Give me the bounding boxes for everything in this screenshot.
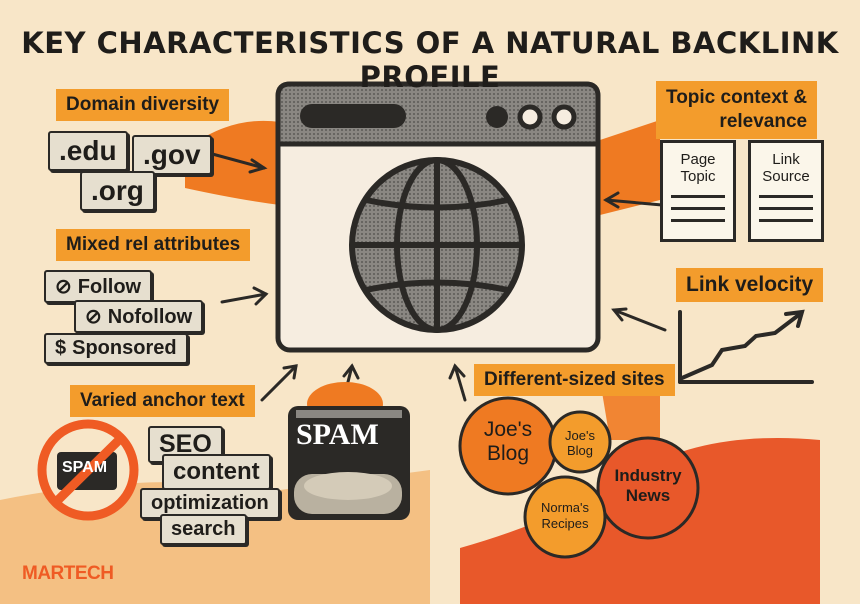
site-label-joes-blog-small: Joe's Blog: [565, 428, 595, 458]
rel-tag-text: Nofollow: [107, 306, 193, 328]
spam-can-icon: [288, 382, 410, 520]
site-label-normas-recipes: Norma's Recipes: [541, 500, 589, 531]
label-link-velocity: Link velocity: [676, 268, 824, 302]
domain-tag: .edu: [48, 131, 128, 171]
label-domain-diversity: Domain diversity: [56, 89, 230, 121]
arrows: [203, 150, 667, 402]
anchor-word: content: [162, 454, 271, 490]
page-title: KEY CHARACTERISTICS OF A NATURAL BACKLIN…: [21, 26, 839, 94]
label-topic-context: Topic context & relevance: [656, 81, 818, 139]
document-link-source: Link Source: [748, 140, 824, 242]
arrow-velocity: [612, 308, 667, 332]
domain-tag: .gov: [132, 135, 212, 175]
circle-joes-blog-small: [548, 410, 612, 474]
arrow-topic: [604, 198, 664, 207]
site-label-joes-blog-large: Joe's Blog: [483, 418, 533, 465]
anchor-word: search: [160, 514, 247, 545]
globe-icon: [349, 157, 525, 333]
site-label-industry-news: Industry News: [614, 466, 682, 505]
document-text: Page Topic: [680, 151, 716, 185]
arrow-domain: [203, 150, 266, 170]
arrow-sites: [453, 364, 467, 402]
no-spam-sign-icon: [37, 419, 139, 521]
spam-sign-label: SPAM: [62, 459, 108, 476]
site-circles: [458, 396, 700, 559]
rel-tag-sponsored: $Sponsored: [44, 333, 188, 364]
rel-tag-nofollow: ⊘Nofollow: [74, 300, 204, 333]
link-velocity-chart: [678, 309, 814, 384]
domain-tag: .org: [80, 171, 155, 211]
nofollow-icon: ⊘: [85, 306, 102, 328]
follow-icon: ⊘: [55, 276, 72, 298]
label-varied-anchor: Varied anchor text: [70, 385, 255, 417]
brand-logo: MARTECH: [22, 563, 114, 584]
label-different-sites: Different-sized sites: [474, 364, 675, 396]
rel-tag-follow: ⊘Follow: [44, 270, 153, 303]
circle-industry-news: [596, 436, 700, 540]
circle-normas-recipes: [523, 475, 607, 559]
orange-blob-right: [600, 120, 660, 215]
rel-tag-text: Sponsored: [72, 337, 177, 359]
rel-tag-text: Follow: [77, 276, 142, 298]
label-mixed-rel: Mixed rel attributes: [56, 229, 251, 261]
arrow-anchor: [260, 364, 298, 402]
document-page-topic: Page Topic: [660, 140, 736, 242]
dollar-icon: $: [55, 337, 67, 359]
document-text: Link Source: [762, 151, 810, 185]
arrow-rel: [220, 292, 268, 304]
spam-can-label: SPAM: [296, 418, 379, 451]
